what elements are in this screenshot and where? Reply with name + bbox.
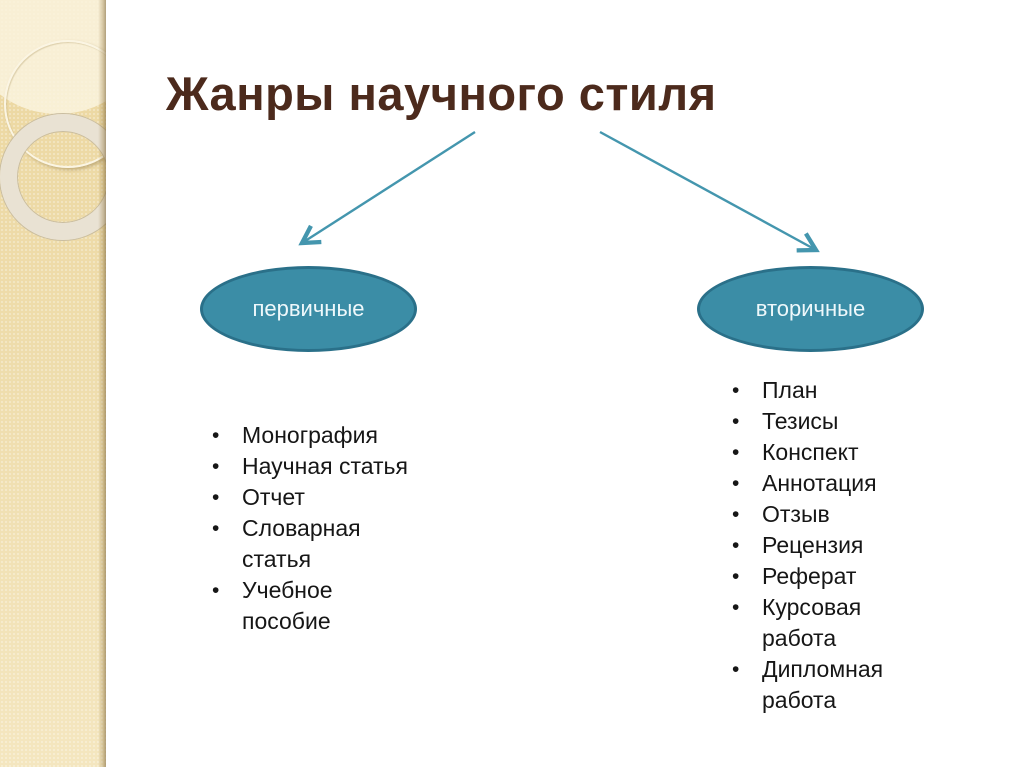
list-item: • Конспект [732,437,910,468]
list-item: • Учебное пособие [212,575,420,637]
list-item-label: Аннотация [762,470,877,496]
secondary-genres-label: вторичные [755,296,866,321]
arrow-down-left-icon [298,130,476,246]
list-item-label: Учебное пособие [242,577,333,634]
list-item-label: Реферат [762,563,857,589]
bullet-icon: • [732,441,740,464]
list-item-label: Отзыв [762,501,830,527]
bullet-icon: • [212,486,220,509]
sidebar-decoration [0,0,106,767]
list-item: • Аннотация [732,468,910,499]
list-item-label: Рецензия [762,532,864,558]
bullet-icon: • [732,596,740,619]
primary-genres-label: первичные [252,296,365,321]
list-item-label: Конспект [762,439,859,465]
list-item-label: Научная статья [242,453,408,479]
list-item: • Монография [212,420,420,451]
bullet-icon: • [732,379,740,402]
list-item: • Курсовая работа [732,592,910,654]
bullet-icon: • [732,472,740,495]
bullet-icon: • [212,424,220,447]
list-item: • Рецензия [732,530,910,561]
bullet-icon: • [212,579,220,602]
list-item: • Тезисы [732,406,910,437]
arrow-down-right-icon [599,130,820,253]
list-item-label: Тезисы [762,408,839,434]
list-item-label: Отчет [242,484,305,510]
page-title: Жанры научного стиля [166,67,717,120]
bullet-icon: • [732,565,740,588]
list-item-label: Монография [242,422,378,448]
list-item: • Дипломная работа [732,654,910,716]
bullet-icon: • [212,517,220,540]
list-item: • Реферат [732,561,910,592]
bullet-icon: • [732,503,740,526]
list-item-label: Словарная статья [242,515,361,572]
list-item: • Словарная статья [212,513,420,575]
secondary-genres-list: • План • Тезисы • Конспект • Аннотация •… [732,375,910,716]
list-item-label: План [762,377,818,403]
list-item: • Научная статья [212,451,420,482]
primary-genres-ellipse: первичные [200,266,417,352]
primary-genres-list: • Монография • Научная статья • Отчет • … [212,420,420,637]
bullet-icon: • [212,455,220,478]
bullet-icon: • [732,658,740,681]
bullet-icon: • [732,534,740,557]
secondary-genres-ellipse: вторичные [697,266,924,352]
list-item-label: Дипломная работа [762,656,884,713]
list-item: • План [732,375,910,406]
bullet-icon: • [732,410,740,433]
list-item: • Отчет [212,482,420,513]
list-item: • Отзыв [732,499,910,530]
list-item-label: Курсовая работа [762,594,862,651]
